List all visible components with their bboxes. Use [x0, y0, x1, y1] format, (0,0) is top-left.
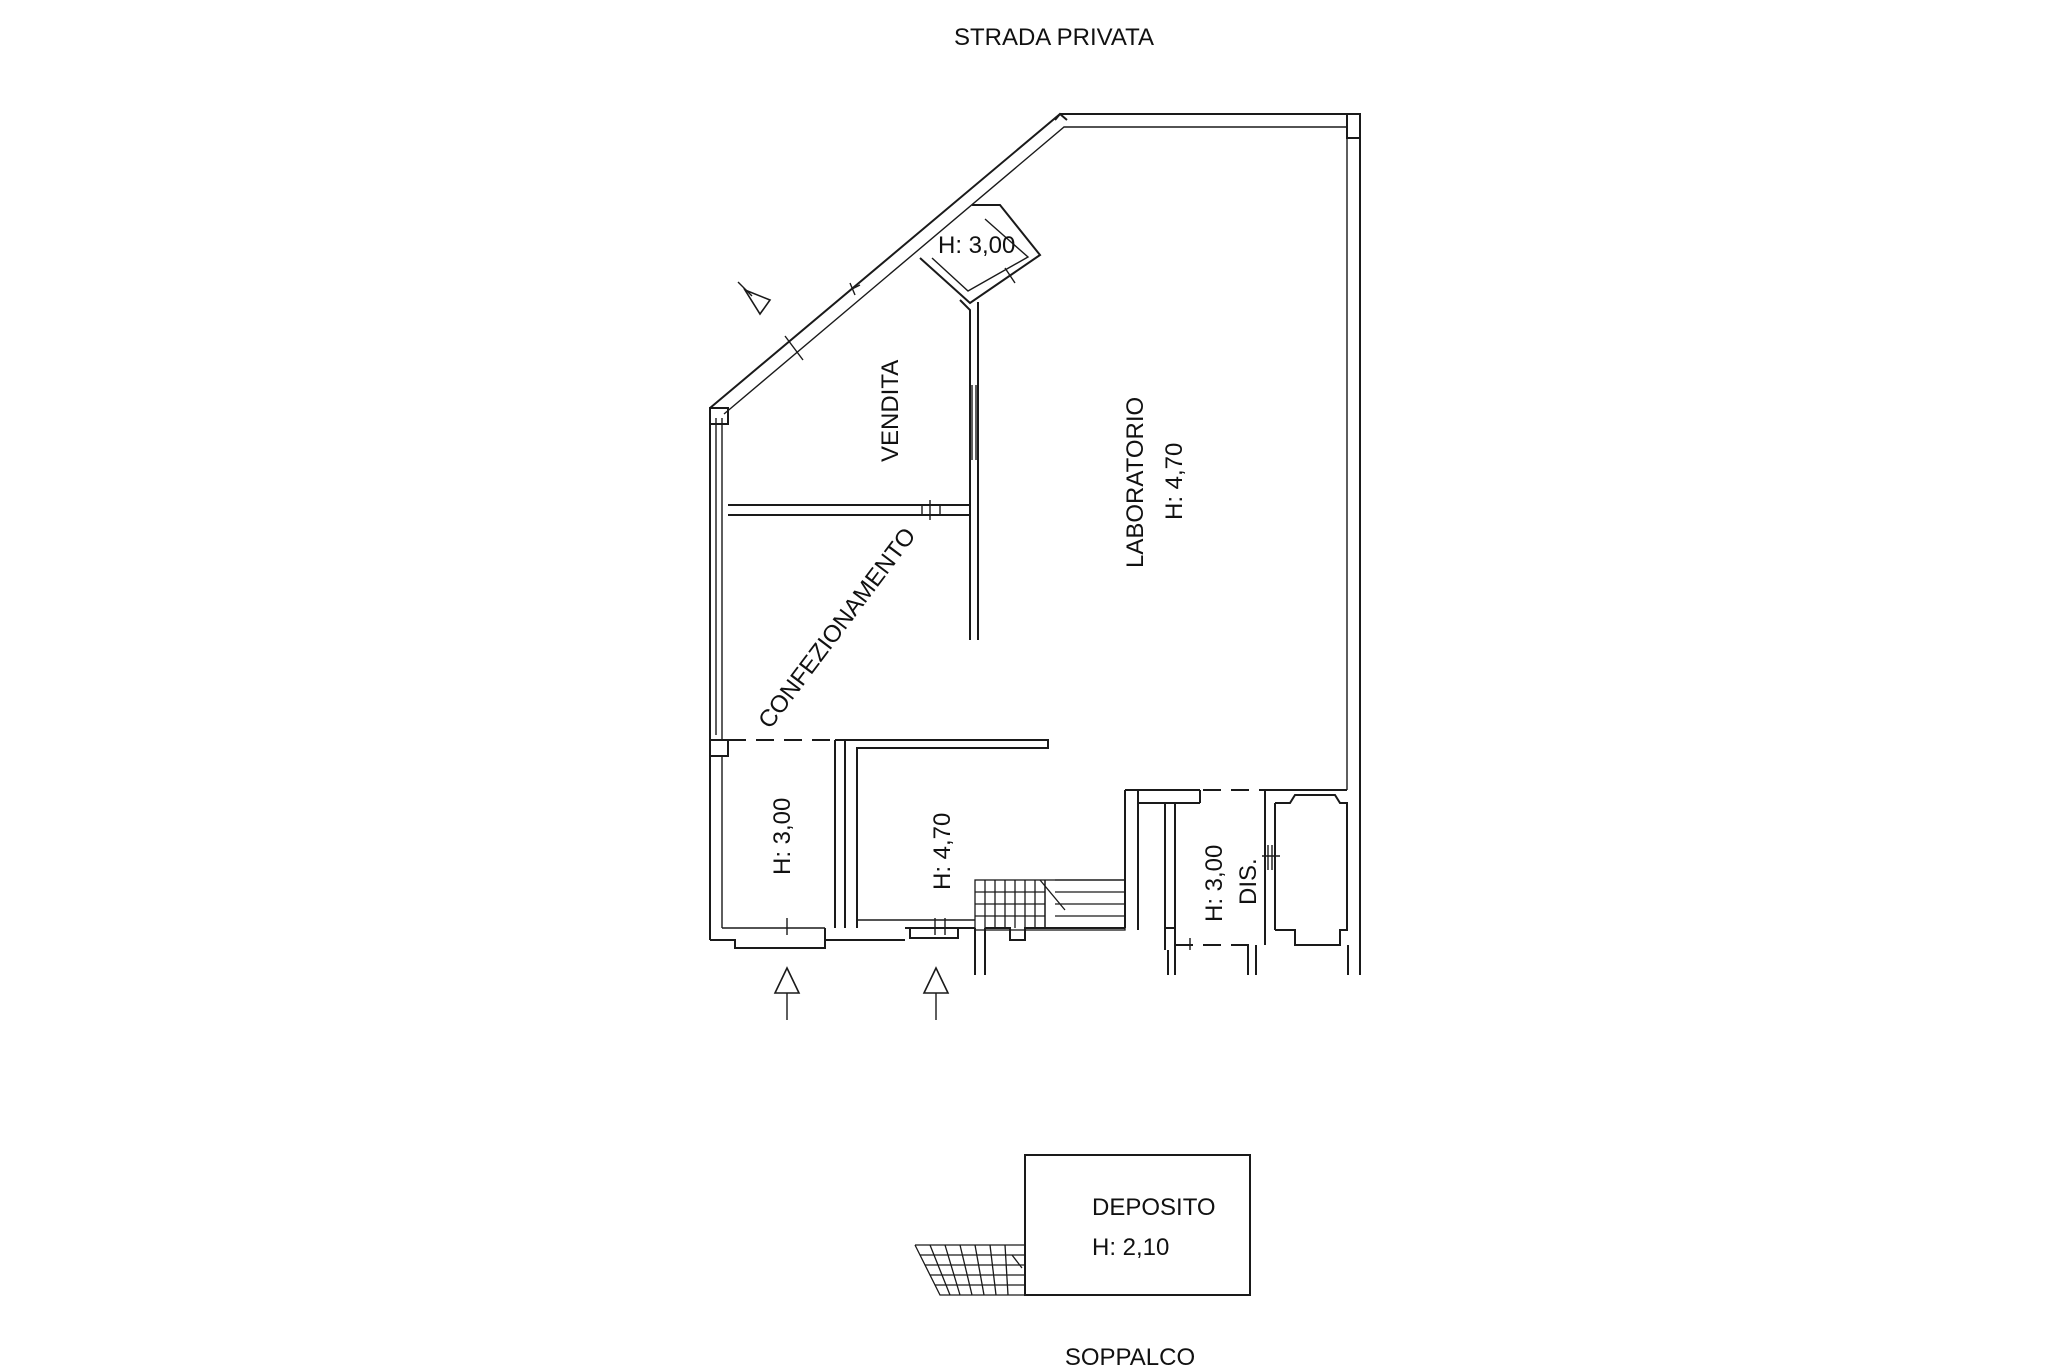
deposito-height: H: 2,10: [1092, 1234, 1169, 1261]
small-top-room-height: H: 3,00: [938, 232, 1015, 259]
door-mark: [784, 335, 804, 361]
vendita-label: VENDITA: [877, 360, 904, 462]
laboratorio-label: LABORATORIO: [1122, 397, 1149, 568]
entrance-arrow-top: [737, 281, 772, 316]
laboratorio-height: H: 4,70: [1161, 443, 1188, 520]
outer-walls: [709, 112, 1361, 965]
confezionamento-label: CONFEZIONAMENTO: [753, 523, 921, 734]
deposito-label: DEPOSITO: [1092, 1194, 1216, 1221]
disimpegno-height: H: 3,00: [1201, 845, 1228, 922]
small-top-room: [919, 204, 1042, 305]
entrance-arrow-center: [922, 966, 950, 1020]
vendita-partition: [728, 299, 979, 640]
lower-partitions: [728, 739, 1201, 975]
entrance-arrow-left: [773, 966, 801, 1020]
left-bottom-room-height: H: 3,00: [769, 798, 796, 875]
deposito-room: [914, 1154, 1251, 1296]
disimpegno-room: [1164, 789, 1361, 975]
center-bottom-room-height: H: 4,70: [929, 813, 956, 890]
mezzanine-label: SOPPALCO: [1065, 1344, 1195, 1366]
disimpegno-label: DIS.: [1235, 858, 1262, 905]
mezzanine-stair-treads: [920, 1244, 1025, 1296]
stair-treads: [975, 879, 1125, 928]
street-label: STRADA PRIVATA: [954, 24, 1154, 51]
